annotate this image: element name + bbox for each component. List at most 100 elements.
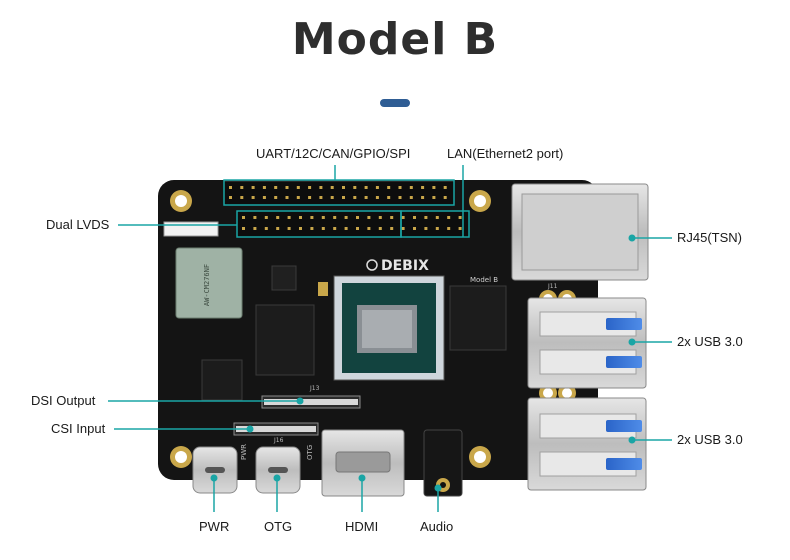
gpio-pin [387,186,391,189]
gpio-pin [432,196,436,199]
lvds-pin [378,216,382,219]
lvds-pin [356,227,359,230]
gpio-pin [262,196,266,199]
title-underline [380,99,410,107]
gpio-pin [229,196,232,199]
lvds-pin [253,216,257,219]
lvds-pin [242,227,245,230]
gpio-pin [421,196,425,199]
gpio-pin [274,196,278,199]
silk-j13: J13 [309,385,320,392]
gpio-pin [364,186,368,189]
lvds-pin [401,216,405,219]
lvds-pin [299,227,302,230]
gpio-pin [319,186,323,189]
lvds-pin [276,216,280,219]
lvds-pin [401,227,405,230]
lvds-pin [242,216,245,219]
label-dual-lvds: Dual LVDS [46,217,110,232]
gpio-pin [229,186,232,189]
leader-uart-box [223,179,455,206]
gpio-pin [375,186,379,189]
lvds-pin [287,227,291,230]
gpio-pin [285,196,289,199]
lvds-pin [356,216,359,219]
lvds-pin [333,216,337,219]
gpio-pin [274,186,278,189]
gpio-pin [421,186,425,189]
gpio-pin [443,186,447,189]
lvds-pin [264,227,268,230]
lvds-pin [435,227,439,230]
lvds-pin [424,216,428,219]
gpio-pin [375,196,379,199]
gpio-pin [308,186,312,189]
model-silk: Model B [470,276,498,284]
gpio-pin [251,186,255,189]
pmic-chip [201,359,243,401]
lvds-pin [390,227,394,230]
lvds-header [236,210,470,238]
gpio-pin [342,196,345,199]
gpio-pin [353,196,357,199]
leader-lvds-box [236,210,402,238]
gpio-pin [398,186,402,189]
gpio-pin [364,196,368,199]
lvds-pin [264,216,268,219]
gpio-pin [308,196,312,199]
label-csi: CSI Input [51,421,106,436]
lvds-pin [447,227,451,230]
gpio-pin [296,196,300,199]
lvds-pin [287,216,291,219]
usb-c-pwr-port [192,446,238,494]
lvds-pin [413,216,416,219]
brand-logo: DEBIX [366,258,429,274]
gpio-header [223,180,455,206]
lvds-pin [378,227,382,230]
lvds-pin [321,216,325,219]
memory-chip [255,304,315,376]
page-title: Model B [291,14,499,65]
lvds-pin [310,227,314,230]
gpio-pin [330,186,334,189]
lvds-pin [390,216,394,219]
battery-connector [163,221,219,237]
silk-pwr: PWR [240,444,248,460]
label-hdmi: HDMI [345,519,379,534]
lvds-pin [310,216,314,219]
gpio-pin [262,186,266,189]
label-dsi: DSI Output [31,393,96,408]
gpio-pin [319,196,323,199]
label-otg: OTG [264,519,293,534]
lvds-pin [299,216,302,219]
wifi-module: AW-CM276NF [175,247,243,319]
gpio-pin [387,196,391,199]
svg-text:AW-CM276NF: AW-CM276NF [203,264,211,306]
lvds-pin [367,216,371,219]
label-rj45: RJ45(TSN) [677,230,743,245]
usb3-port-bottom [527,397,647,491]
silk-j11: J11 [547,283,558,290]
label-uart: UART/12C/CAN/GPIO/SPI [256,146,411,161]
leader-dots [210,234,636,492]
lvds-pin [333,227,337,230]
lvds-pin [447,216,451,219]
rj45-port [511,183,649,281]
lvds-pin [276,227,280,230]
label-pwr: PWR [199,519,230,534]
label-lan: LAN(Ethernet2 port) [447,146,564,161]
silk-j16: J16 [273,437,284,444]
gpio-pin [240,186,244,189]
usb-c-otg-port [255,446,301,494]
leader-lines [108,165,672,512]
emmc-chip [449,285,507,351]
lvds-pin [458,227,462,230]
lvds-pin [344,227,348,230]
usb3-port-top [527,297,647,389]
chip-small-1 [271,265,297,291]
gpio-pin [398,196,402,199]
gpio-pin [409,196,413,199]
gpio-pin [342,186,345,189]
lvds-pin [435,216,439,219]
